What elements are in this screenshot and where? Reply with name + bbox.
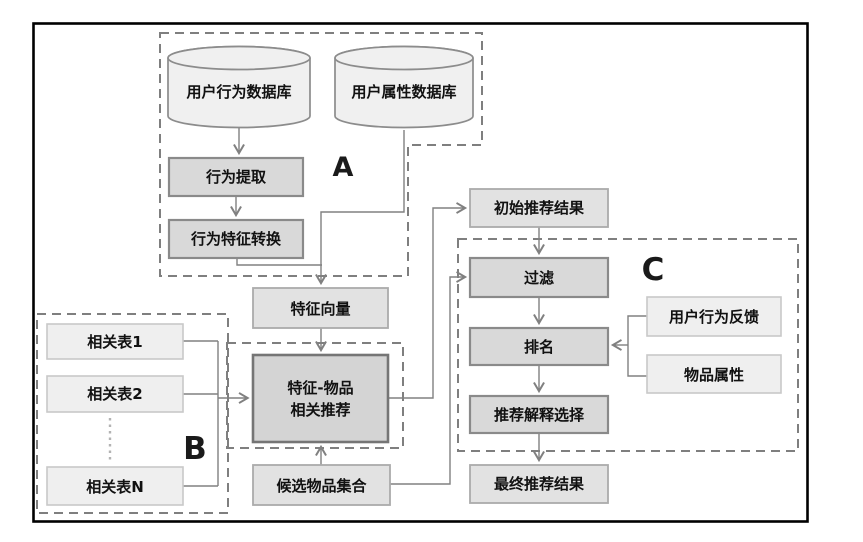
node-label: 物品属性 [684,366,744,384]
node-feature-vector: 特征向量 [252,287,389,329]
node-box [252,464,391,506]
node-user-behavior-db: 用户行为数据库 [167,45,311,129]
node-related-table-2: 相关表2 [46,375,184,413]
connector-candidate-to-filter [390,271,468,485]
connector-featureitem-to-initial [388,202,468,399]
node-label: 相关表2 [87,385,142,403]
node-box [46,323,184,360]
node-box [167,218,305,260]
node-label: 过滤 [524,269,554,287]
node-label: 特征向量 [290,300,350,318]
node-box [167,156,305,198]
node-user-attr-db: 用户属性数据库 [334,45,474,129]
node-box [251,353,390,444]
connector-transform-merge [236,258,322,266]
node-box [252,287,389,329]
cylinder-top [167,45,311,71]
node-related-table-n: 相关表N [46,466,184,506]
node-label: 排名 [524,338,554,356]
node-label: 相关表1 [87,333,142,351]
node-filter: 过滤 [468,256,610,299]
node-ranking: 排名 [468,326,610,367]
feature-item-boundary [226,342,404,449]
node-behavior-extract: 行为提取 [167,156,305,198]
node-behavior-feature-transform: 行为特征转换 [167,218,305,260]
section-a-boundary [159,32,483,277]
node-label: 推荐解释选择 [494,406,585,424]
node-item-attributes: 物品属性 [646,354,782,394]
node-label: 用户行为反馈 [669,308,759,326]
node-box [468,256,610,299]
node-feature-item-recommend: 特征-物品 相关推荐 [251,353,390,444]
node-label: 行为特征转换 [190,230,282,248]
node-candidate-item-set: 候选物品集合 [252,464,391,506]
node-related-table-1: 相关表1 [46,323,184,360]
node-label: 最终推荐结果 [494,475,585,493]
node-label: 用户行为数据库 [186,83,291,101]
section-c-boundary [457,238,799,452]
node-label-line2: 相关推荐 [290,401,350,419]
section-c-label: C [642,252,665,288]
node-explanation-select: 推荐解释选择 [468,394,610,435]
connector-attrdb-to-featurevector [315,130,405,286]
node-label: 初始推荐结果 [494,199,585,217]
node-label: 相关表N [86,478,144,496]
node-box [46,466,184,506]
node-label-line1: 特征-物品 [287,379,353,397]
connector-itemattr-out [627,345,647,377]
node-initial-result: 初始推荐结果 [469,188,609,228]
node-user-behavior-feedback: 用户行为反馈 [646,296,782,337]
section-b-boundary [36,313,229,514]
node-label: 行为提取 [205,168,267,186]
node-box [646,296,782,337]
node-box [468,394,610,435]
node-box [468,326,610,367]
cylinder-top [334,45,474,71]
node-final-result: 最终推荐结果 [469,464,609,504]
node-box [646,354,782,394]
section-b-label: B [183,431,207,467]
node-label: 用户属性数据库 [351,83,456,101]
node-box [46,375,184,413]
node-box [469,188,609,228]
connector-feedback-out [627,315,647,345]
node-box [469,464,609,504]
section-a-label: A [333,152,354,183]
node-label: 候选物品集合 [276,477,367,495]
